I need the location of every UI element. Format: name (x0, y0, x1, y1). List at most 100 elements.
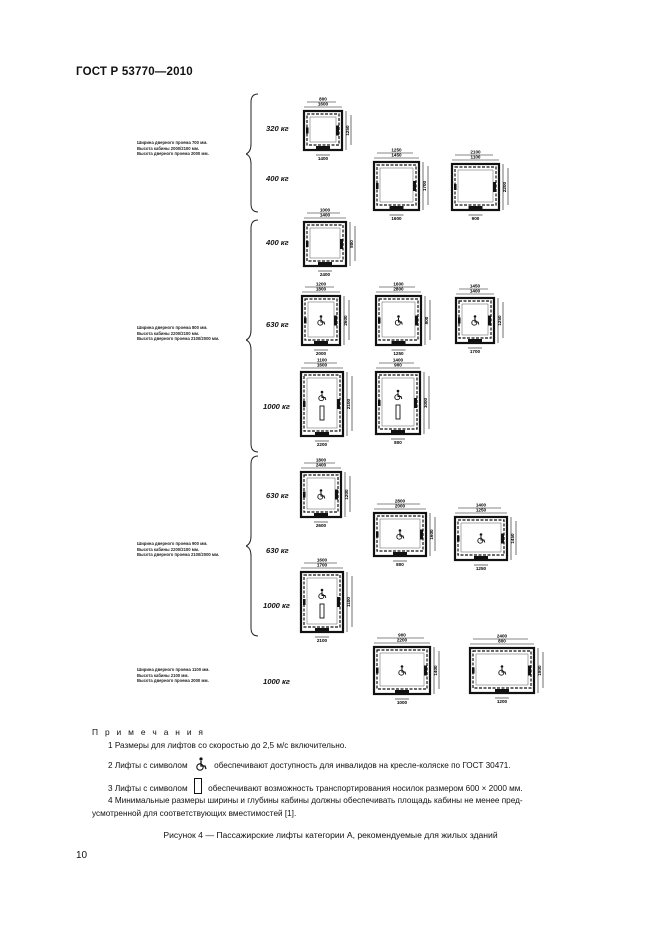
cabin-inner (309, 227, 341, 259)
dimension-label: 1400 (393, 358, 404, 363)
wheelchair-icon (394, 394, 401, 401)
dimension-label: 800 (349, 240, 354, 248)
group-line: Высота кабины 2200/2100 мм. (137, 330, 200, 336)
guide-rail-mark (304, 317, 307, 324)
shaft-wall (372, 160, 421, 212)
guide-rail-mark (424, 665, 427, 676)
figure-caption: Рисунок 4 — Пассажирские лифты категории… (163, 830, 498, 840)
dimension-label: 2600 (316, 523, 327, 528)
wheelchair-icon (319, 315, 323, 318)
guide-rail-mark (337, 399, 340, 409)
dimension-label: 1250 (476, 566, 487, 571)
cabin-inner (379, 167, 414, 203)
wheelchair-icon (473, 315, 477, 318)
shaft-wall (453, 515, 509, 562)
wheelchair-icon (196, 757, 207, 771)
dimension-label: 1100 (317, 358, 327, 363)
guide-rail-mark (378, 317, 381, 324)
dimension-label: 1400 (318, 156, 329, 161)
dimension-label: 1250 (345, 125, 350, 136)
wheelchair-icon (394, 319, 401, 326)
shaft-wall (450, 162, 501, 212)
dimension-label: 1600 (318, 102, 329, 107)
door-mark (391, 430, 405, 434)
group-line: Ширина дверного проема 1100 мм. (137, 667, 210, 672)
group-1-description: Ширина дверного проема 700 мм. Высота ка… (137, 140, 249, 157)
group-2-description: Ширина дверного проема 800 мм. Высота ка… (137, 325, 249, 342)
guide-rail-mark (340, 239, 343, 249)
guide-rail-mark (454, 184, 457, 190)
wheelchair-icon (498, 669, 505, 676)
dimension-label: 2800 (395, 499, 406, 504)
dimension-label: 1400 (320, 213, 331, 218)
cabin-inner (306, 577, 338, 625)
note-3-lead: 3 Лифты с символом (108, 783, 188, 793)
group-line: Высота дверного проема 2100/2000 мм. (137, 336, 220, 342)
page-number: 10 (76, 850, 88, 861)
dimension-label: 1800 (537, 665, 542, 676)
load-label: 400 кг (266, 174, 289, 183)
shaft-wall (372, 511, 428, 558)
wheelchair-icon (317, 493, 324, 500)
cabin-outline (454, 166, 497, 206)
dimension-label: 1600 (317, 558, 328, 563)
cabin-inner (309, 116, 337, 143)
guide-rail-mark (303, 401, 306, 407)
note-3: 3 Лифты с символом обеспечивают возможно… (92, 777, 622, 796)
guide-rail-mark (458, 317, 461, 324)
guide-rail-mark (528, 665, 531, 676)
dimension-label: 1250 (393, 351, 404, 356)
lift-plans-drawing: 1600800125014001450125017001600110021002… (299, 97, 544, 705)
dimension-label: 1200 (497, 699, 508, 704)
shaft-wall (374, 370, 422, 436)
dimension-label: 1250 (476, 508, 487, 513)
guide-rail-mark (413, 181, 416, 191)
wheelchair-icon (319, 489, 323, 492)
wheelchair-icon (318, 395, 325, 402)
dimension-label: 1450 (470, 284, 481, 289)
group-line: Высота дверного проема 2000 мм. (137, 678, 209, 684)
wheelchair-icon (400, 665, 404, 668)
dimension-label: 2000 (395, 504, 406, 509)
shaft-wall (454, 296, 496, 345)
load-label: 400 кг (266, 238, 289, 247)
note-4-line-1: 4 Минимальные размеры ширины и глубины к… (108, 796, 523, 805)
load-label: 320 кг (266, 124, 289, 133)
wheelchair-icon (318, 593, 325, 600)
dimension-label: 1450 (510, 533, 515, 544)
guide-rail-mark (488, 315, 491, 326)
guide-rail-mark (493, 182, 496, 192)
dimension-label: 1800 (316, 458, 327, 463)
cabin-outline (378, 374, 418, 430)
door-mark (495, 689, 509, 693)
load-label: 1000 кг (263, 402, 290, 411)
door-mark (474, 556, 488, 560)
guide-rail-mark (306, 127, 309, 134)
stretcher-icon (193, 777, 202, 794)
dimension-label: 800 (498, 639, 506, 644)
group-line: Ширина дверного проема 800 мм. (137, 325, 208, 330)
door-mark (318, 262, 332, 266)
wheelchair-icon (320, 588, 324, 592)
cabin-outline (376, 164, 417, 206)
door-mark (315, 628, 329, 632)
wheelchair-icon (500, 665, 504, 668)
note-1: 1 Размеры для лифтов со скоростью до 2,5… (108, 740, 347, 750)
standard-header: ГОСТ Р 53770—2010 (76, 66, 193, 78)
dimension-label: 900 (398, 633, 406, 638)
dimension-label: 2200 (317, 442, 328, 447)
door-mark (468, 206, 483, 210)
dimension-label: 800 (424, 316, 429, 324)
wheelchair-icon (398, 529, 402, 532)
dimension-label: 1700 (470, 349, 481, 354)
dimension-label: 1600 (317, 363, 328, 368)
dimension-label: 1250 (497, 315, 502, 326)
group-line: Высота кабины 2000/2100 мм. (137, 145, 200, 151)
